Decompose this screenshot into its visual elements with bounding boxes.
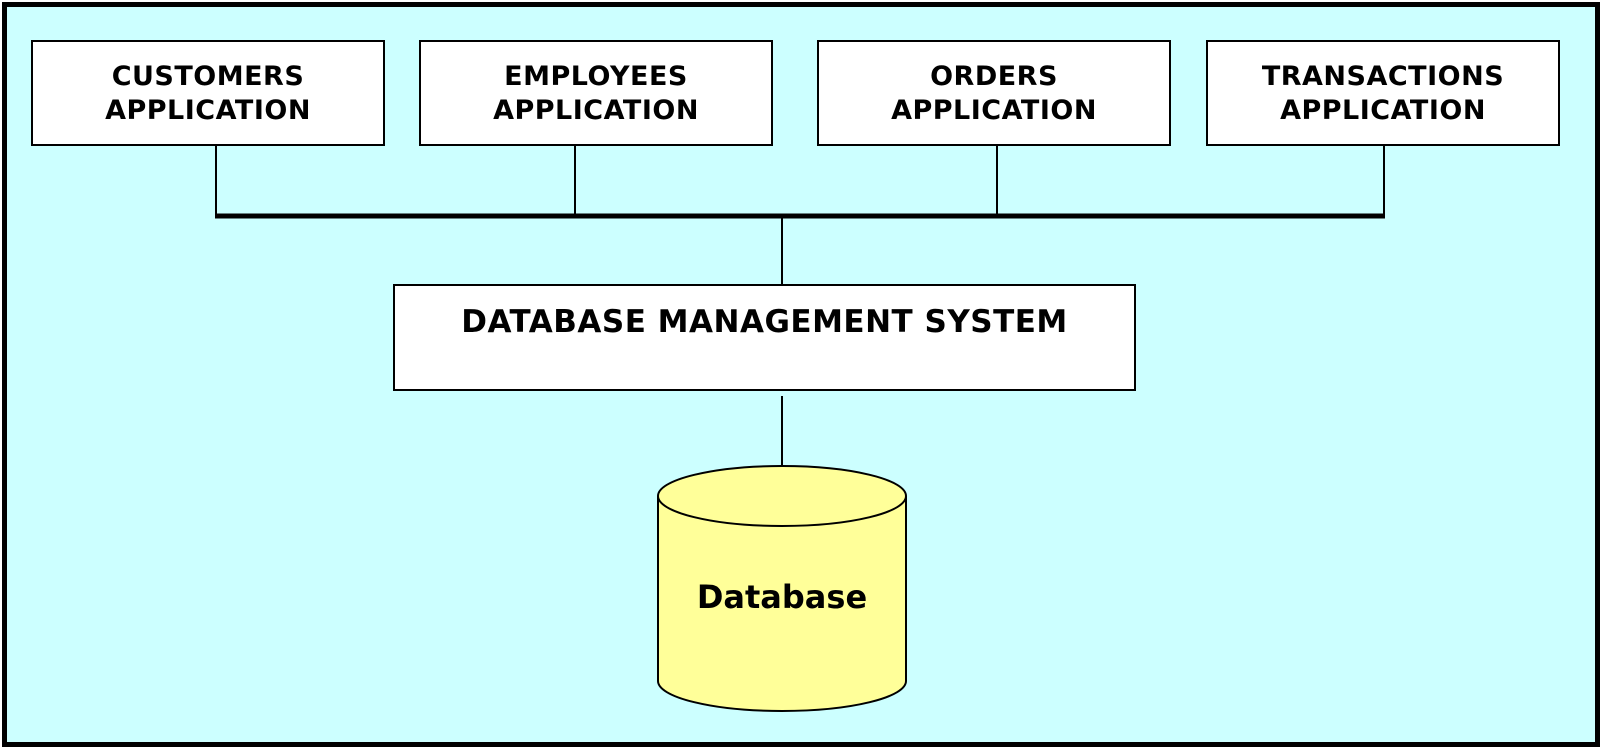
app-label-line2: APPLICATION	[891, 95, 1097, 126]
app-label-line2: APPLICATION	[493, 95, 699, 126]
orders-application-box: ORDERS APPLICATION	[817, 40, 1171, 146]
database-label: Database	[696, 578, 868, 616]
app-label-line1: TRANSACTIONS	[1261, 61, 1505, 92]
dbms-box: DATABASE MANAGEMENT SYSTEM	[393, 284, 1136, 391]
employees-application-box: EMPLOYEES APPLICATION	[419, 40, 773, 146]
app-label-line1: ORDERS	[930, 61, 1058, 92]
database-cylinder	[657, 465, 907, 712]
app-label-line1: EMPLOYEES	[504, 61, 688, 92]
transactions-application-box: TRANSACTIONS APPLICATION	[1206, 40, 1560, 146]
app-label-line2: APPLICATION	[1280, 95, 1486, 126]
customers-application-box: CUSTOMERS APPLICATION	[31, 40, 385, 146]
app-label-line2: APPLICATION	[105, 95, 311, 126]
app-label-line1: CUSTOMERS	[111, 61, 305, 92]
